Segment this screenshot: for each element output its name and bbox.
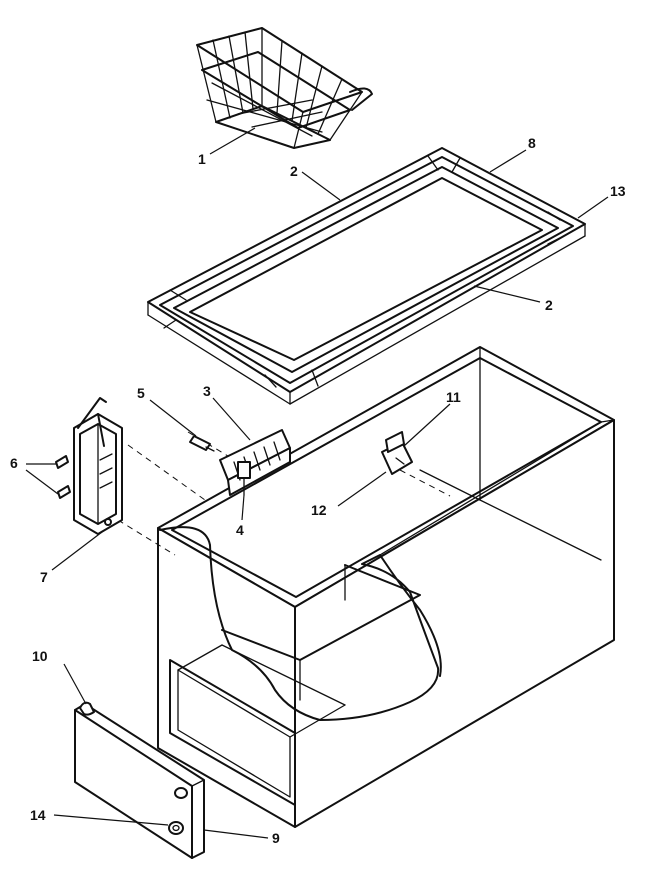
freezer-cabinet	[157, 346, 615, 828]
callout-11: 11	[446, 389, 461, 405]
callout-4: 4	[236, 522, 244, 538]
callout-2-bottom: 2	[545, 297, 553, 313]
callout-5: 5	[137, 385, 145, 401]
control-bracket	[73, 397, 123, 535]
screw	[189, 435, 215, 452]
callout-2-top: 2	[290, 163, 298, 179]
lid-gasket-frame	[147, 147, 586, 405]
callout-10: 10	[32, 648, 48, 664]
callout-14: 14	[30, 807, 46, 823]
access-panel	[74, 701, 205, 859]
latch-bracket	[381, 431, 413, 475]
callout-13: 13	[610, 183, 626, 199]
bracket-screws	[55, 455, 71, 499]
callout-9: 9	[272, 830, 280, 846]
callout-12: 12	[311, 502, 327, 518]
callout-1: 1	[198, 151, 206, 167]
callout-7: 7	[40, 569, 48, 585]
callout-3: 3	[203, 383, 211, 399]
wire-basket	[196, 27, 373, 149]
callout-6: 6	[10, 455, 18, 471]
callout-8: 8	[528, 135, 536, 151]
thermostat-control	[219, 429, 291, 496]
